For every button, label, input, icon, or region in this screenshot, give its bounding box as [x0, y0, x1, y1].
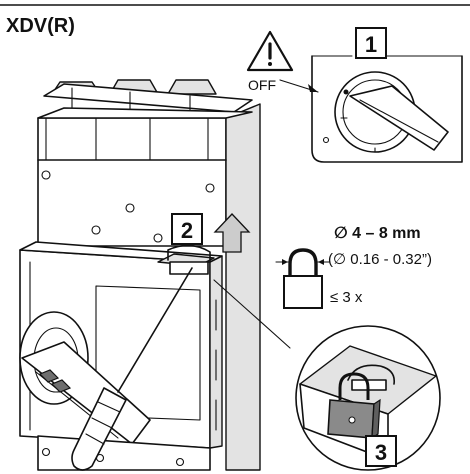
- housing-side: [225, 103, 261, 471]
- lock-hasp: [157, 244, 215, 275]
- screwdriver-icon: [71, 267, 193, 471]
- off-label: OFF: [248, 77, 276, 93]
- screw-hole: [153, 233, 163, 243]
- max-locks-label: ≤ 3 x: [330, 289, 363, 306]
- step-3-label: 3: [375, 440, 387, 465]
- warning-triangle-icon: [246, 30, 294, 72]
- screw-hole: [205, 183, 215, 193]
- housing-top: [37, 107, 253, 119]
- step-2-label: 2: [181, 218, 193, 243]
- step-2-box: [171, 213, 203, 245]
- padlock-icon: [275, 248, 331, 309]
- step-1-label: 1: [365, 32, 377, 57]
- figure-title: XDV(R): [6, 15, 75, 37]
- screw-hole: [91, 225, 101, 235]
- up-arrow-icon: [213, 213, 251, 253]
- step-1-box: [355, 27, 387, 59]
- screw-hole: [41, 170, 51, 180]
- shackle-diameter-mm: ∅ 4 – 8 mm: [334, 225, 421, 242]
- step-3-box: [365, 435, 397, 467]
- shackle-diameter-in: (∅ 0.16 - 0.32”): [328, 251, 432, 268]
- detail-1-view: [311, 55, 463, 163]
- screw-hole: [125, 203, 135, 213]
- detail-1-handle: [349, 85, 449, 151]
- top-terminals: [43, 79, 253, 117]
- switch-disconnector: [19, 79, 261, 471]
